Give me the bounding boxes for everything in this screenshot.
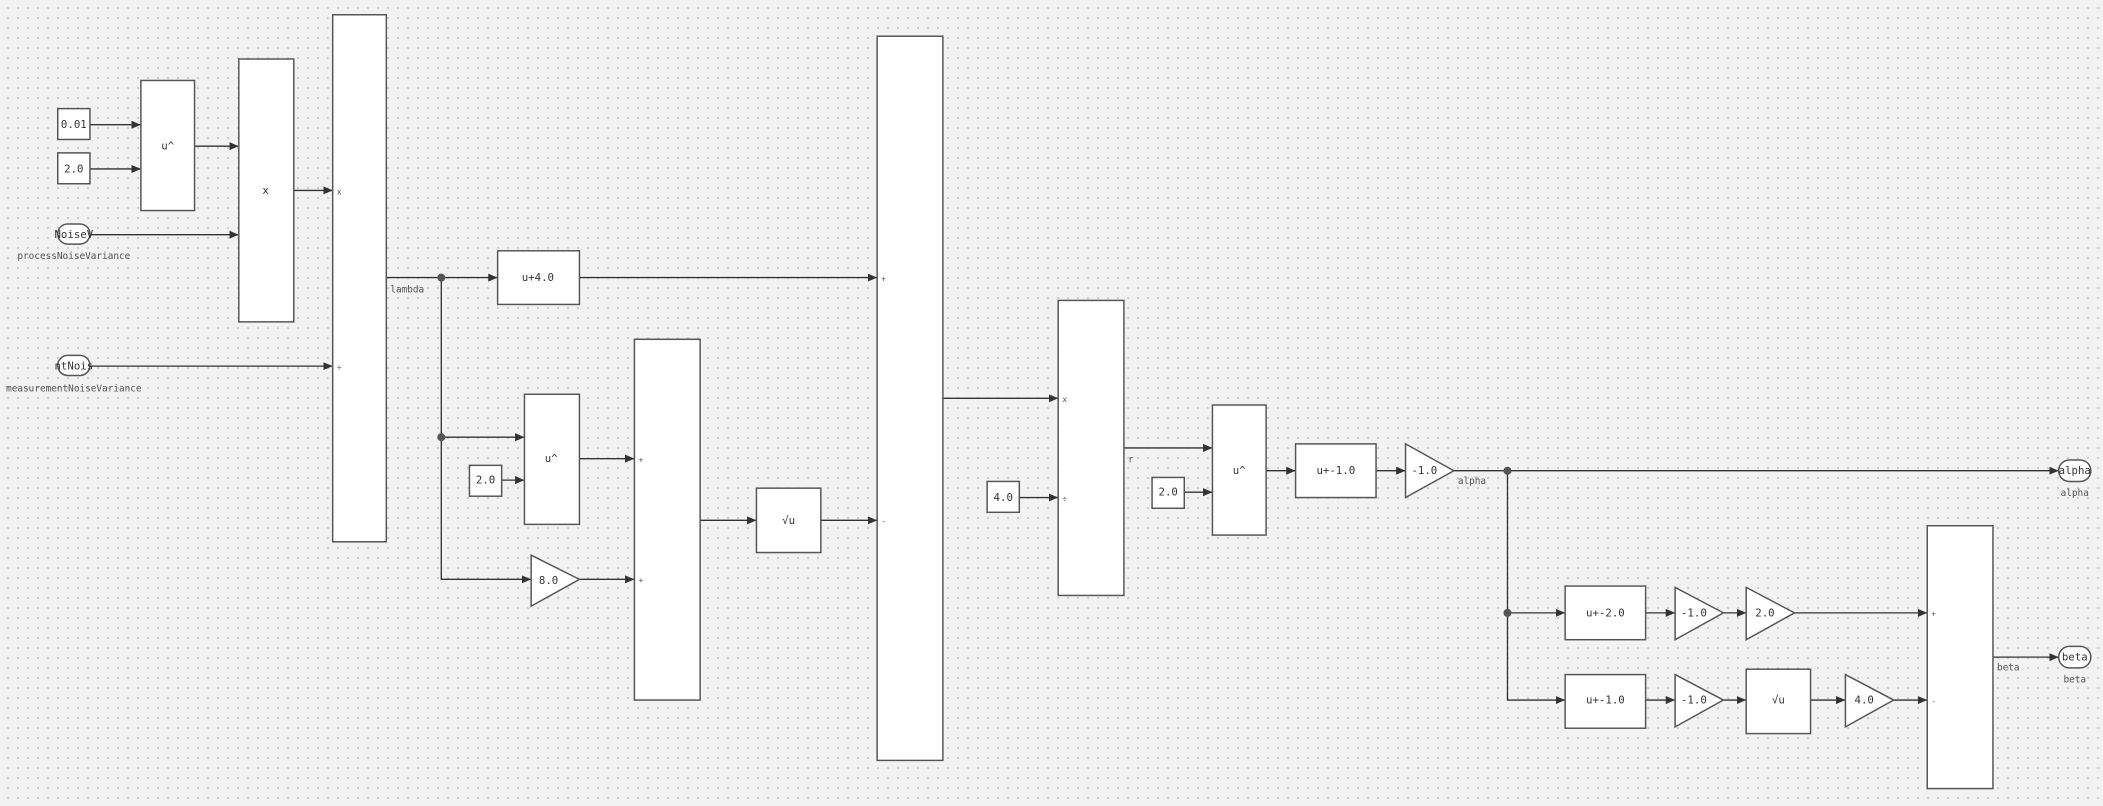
divide-block-lambda[interactable]: x ÷ [331,14,388,543]
block-label: √u [782,514,795,527]
gain-block[interactable]: -1.0 [1674,586,1725,641]
junction-dot [1503,608,1512,617]
sum-block[interactable]: + - [876,35,944,762]
product-block[interactable]: x [238,58,295,323]
inport-label: measurementNoiseVariance [6,384,142,395]
block-label: u+-1.0 [1316,464,1355,477]
inport-text: ntNois [54,360,93,373]
inport-process-noise-variance[interactable]: NoiseV processNoiseVariance [17,223,131,262]
gain-block[interactable]: -1.0 [1404,442,1456,499]
junction-dot [437,273,446,282]
block-label: u+-2.0 [1586,606,1625,619]
wire [440,277,532,584]
block-label: u^ [161,140,174,153]
constant-value: 0.01 [61,118,87,131]
port-label: x [1062,395,1067,404]
block-label: 8.0 [539,574,558,587]
sqrt-block[interactable]: √u [1745,668,1812,735]
inport-measurement-noise-variance[interactable]: ntNois measurementNoiseVariance [6,354,142,395]
inport-label: processNoiseVariance [17,251,130,262]
sqrt-block[interactable]: √u [755,487,822,554]
outport-label: beta [2063,675,2086,686]
power-block[interactable]: u^ [140,79,196,212]
gain-block[interactable]: 4.0 [1844,673,1896,729]
power-block[interactable]: u^ [1211,404,1267,536]
constant-value: 2.0 [64,162,83,175]
outport-text: beta [2062,651,2088,664]
bias-block[interactable]: u+-2.0 [1564,585,1647,641]
block-label: -1.0 [1681,606,1707,619]
port-label: + [638,455,643,464]
outport-text: alpha [2059,464,2091,477]
wires [89,120,2059,705]
constant-value: 2.0 [476,474,495,487]
constant-block[interactable]: 2.0 [1151,476,1186,510]
port-label: - [881,517,886,526]
junction-dot [437,433,446,442]
block-label: x [262,184,269,197]
port-label: + [638,576,643,585]
sum-block[interactable]: + - [1926,524,1994,790]
gain-block[interactable]: 8.0 [530,554,582,608]
bias-block[interactable]: u+-1.0 [1564,673,1647,729]
block-label: u^ [1233,464,1246,477]
bias-block[interactable]: u+-1.0 [1294,443,1377,499]
constant-value: 4.0 [994,491,1013,504]
block-label: -1.0 [1681,694,1707,707]
constant-block[interactable]: 2.0 [57,152,91,185]
port-label: + [881,274,886,283]
port-label: - [1931,697,1936,706]
outport-alpha[interactable]: alpha alpha [2057,459,2092,499]
constant-value: 2.0 [1158,486,1177,499]
signal-label-r: r [1128,455,1134,466]
block-label: u+4.0 [522,271,554,284]
outport-beta[interactable]: beta beta [2057,645,2092,686]
outport-label: alpha [2061,488,2089,499]
port-label: x [337,187,342,196]
block-label: u^ [545,452,558,465]
block-label: 2.0 [1755,606,1774,619]
port-label: ÷ [337,363,342,372]
block-label: -1.0 [1411,464,1437,477]
constant-block[interactable]: 4.0 [986,480,1021,514]
constant-block[interactable]: 0.01 [57,107,91,141]
inport-text: NoiseV [54,228,93,241]
divide-block-r[interactable]: x ÷ [1057,299,1125,597]
sum-block[interactable]: + + [633,338,701,701]
block-label: u+-1.0 [1586,694,1625,707]
gain-block[interactable]: 2.0 [1745,586,1797,641]
signal-label-alpha: alpha [1458,476,1486,487]
wire [1506,470,1566,705]
port-label: + [1931,610,1936,619]
block-label: √u [1772,694,1785,707]
junction-dot [1503,466,1512,475]
block-label: 4.0 [1855,694,1874,707]
port-label: ÷ [1062,494,1067,503]
gain-block[interactable]: -1.0 [1674,673,1725,729]
signal-label-beta: beta [1997,663,2020,674]
signal-label-lambda: lambda [390,284,424,295]
constant-block[interactable]: 2.0 [468,464,503,497]
power-block[interactable]: u^ [523,393,581,526]
bias-block[interactable]: u+4.0 [496,250,581,306]
